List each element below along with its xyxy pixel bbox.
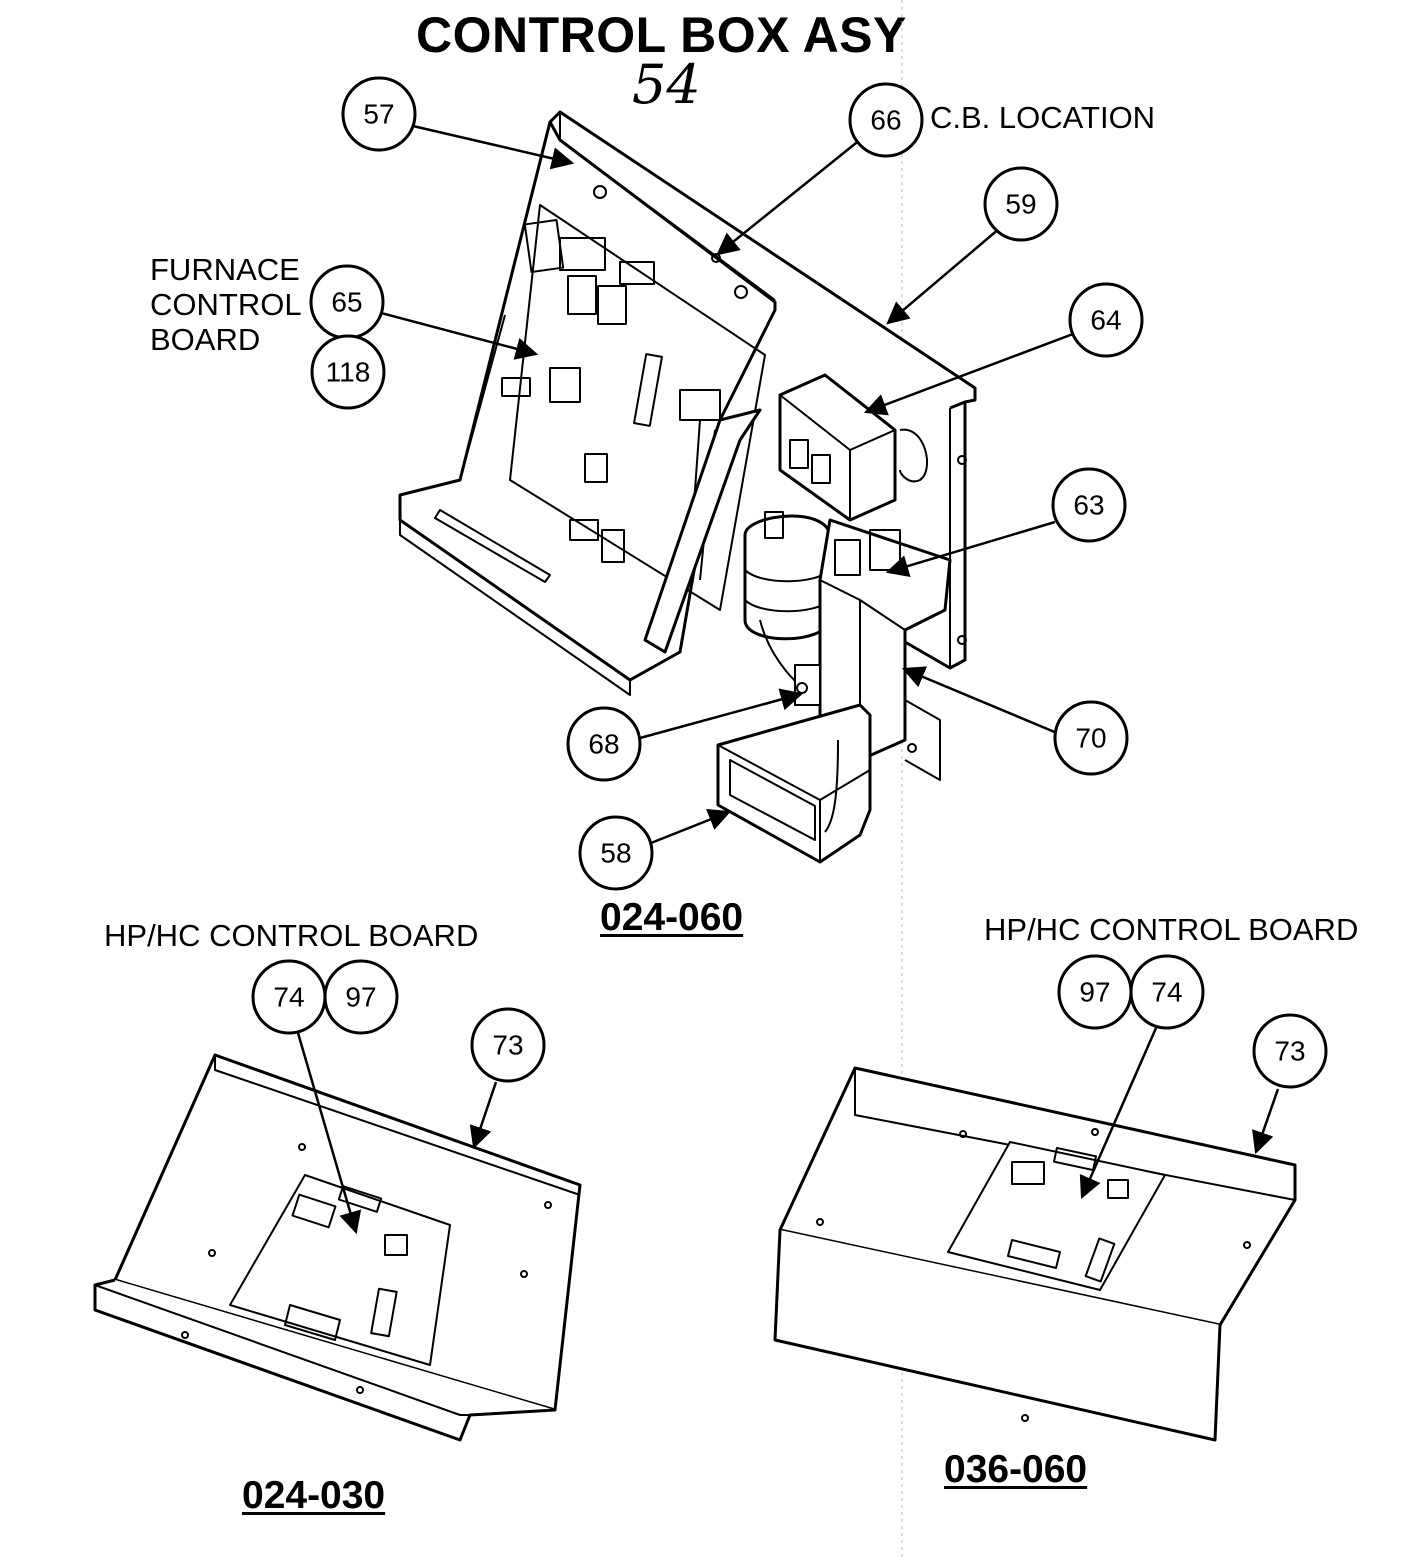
svg-text:65: 65 xyxy=(331,287,362,318)
callout-74-right: 74 xyxy=(1129,954,1205,1030)
right-assembly-drawing xyxy=(773,1066,1297,1442)
callout-63: 63 xyxy=(1051,467,1127,543)
callout-64: 64 xyxy=(1068,282,1144,358)
model-label-main: 024-060 xyxy=(600,896,744,939)
hp-hc-control-board-label-left: HP/HC CONTROL BOARD xyxy=(104,918,479,953)
svg-text:118: 118 xyxy=(326,357,371,388)
model-label-right: 036-060 xyxy=(944,1448,1088,1491)
svg-text:97: 97 xyxy=(1079,977,1110,1008)
callout-70: 70 xyxy=(1053,700,1129,776)
main-assembly-drawing xyxy=(398,110,977,864)
callout-57: 57 xyxy=(341,76,417,152)
callout-97-right: 97 xyxy=(1057,954,1133,1030)
callout-74-left: 74 xyxy=(251,959,327,1035)
svg-text:59: 59 xyxy=(1005,189,1036,220)
callout-73-right: 73 xyxy=(1252,1013,1328,1089)
callout-68: 68 xyxy=(566,706,642,782)
cb-location-label: C.B. LOCATION xyxy=(930,100,1156,135)
svg-text:58: 58 xyxy=(600,838,631,869)
hp-hc-control-board-label-right: HP/HC CONTROL BOARD xyxy=(984,912,1359,947)
svg-text:57: 57 xyxy=(363,99,394,130)
leader-57 xyxy=(412,124,575,170)
handwritten-number: 54 xyxy=(632,53,701,116)
svg-text:74: 74 xyxy=(1151,977,1182,1008)
leader-73-right xyxy=(1252,1088,1280,1155)
leader-70 xyxy=(901,666,1058,735)
leader-64 xyxy=(863,332,1074,416)
svg-text:73: 73 xyxy=(492,1030,523,1061)
callout-66: 66 xyxy=(848,82,924,158)
callout-58: 58 xyxy=(578,815,654,891)
leader-58 xyxy=(650,809,732,845)
svg-text:68: 68 xyxy=(588,729,619,760)
callout-65: 65 xyxy=(309,264,385,340)
leader-65 xyxy=(380,311,539,360)
svg-text:66: 66 xyxy=(870,105,901,136)
leader-74-left xyxy=(296,1032,362,1235)
leader-73-left xyxy=(469,1081,498,1150)
svg-text:64: 64 xyxy=(1090,305,1121,336)
leader-63 xyxy=(885,520,1056,577)
callout-59: 59 xyxy=(983,166,1059,242)
svg-text:70: 70 xyxy=(1075,723,1106,754)
svg-text:97: 97 xyxy=(345,982,376,1013)
callout-118: 118 xyxy=(310,334,386,410)
svg-text:63: 63 xyxy=(1073,490,1104,521)
diagram-title: CONTROL BOX ASY xyxy=(416,7,907,63)
svg-text:73: 73 xyxy=(1274,1036,1305,1067)
callout-73-left: 73 xyxy=(470,1007,546,1083)
leader-lines xyxy=(296,124,1280,1235)
model-label-left: 024-030 xyxy=(242,1474,386,1517)
leader-66 xyxy=(716,138,862,256)
leader-59 xyxy=(886,227,1001,325)
svg-text:74: 74 xyxy=(273,982,304,1013)
leader-74-right xyxy=(1079,1027,1158,1200)
furnace-control-board-label: FURNACE CONTROL BOARD xyxy=(150,252,302,357)
left-assembly-drawing xyxy=(93,1053,582,1442)
callout-97-left: 97 xyxy=(323,959,399,1035)
leader-68 xyxy=(639,688,804,740)
